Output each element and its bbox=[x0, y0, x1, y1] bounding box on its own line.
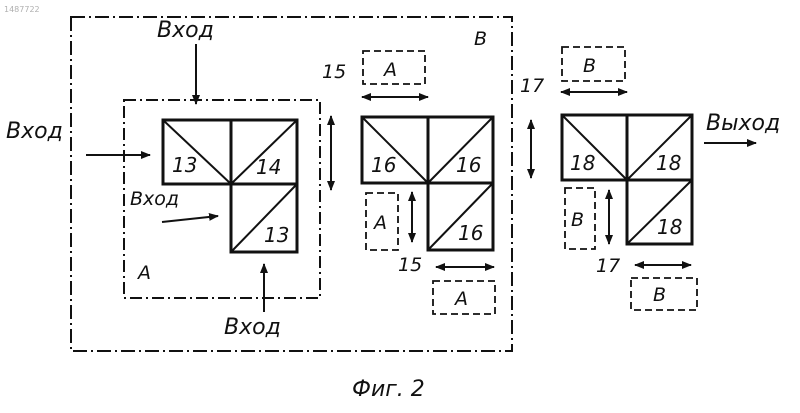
tag-a-bottom-label: A bbox=[453, 288, 468, 310]
ref-17-top: 17 bbox=[520, 75, 544, 97]
input-label-top: Вход bbox=[157, 18, 214, 43]
ref-15-bottom: 15 bbox=[398, 254, 422, 276]
cell-18-c: 18 bbox=[657, 215, 682, 239]
cell-13-top: 13 bbox=[172, 153, 197, 177]
cell-16-b: 16 bbox=[456, 153, 481, 177]
output-label: Выход bbox=[706, 111, 780, 136]
cell-14: 14 bbox=[256, 155, 281, 179]
ref-15-top: 15 bbox=[322, 61, 346, 83]
region-b-label: B bbox=[474, 28, 487, 50]
input-label-inner: Вход bbox=[130, 188, 179, 210]
cell-16-a: 16 bbox=[371, 153, 396, 177]
tag-a-top-label: A bbox=[382, 59, 397, 81]
tag-b-left-label: B bbox=[571, 209, 584, 231]
figure-caption: Фиг. 2 bbox=[352, 377, 425, 402]
tag-b-bottom-label: B bbox=[653, 284, 666, 306]
corner-code: 1487722 bbox=[4, 5, 40, 14]
input-arrow-inner bbox=[162, 216, 218, 222]
region-a-label: A bbox=[136, 262, 151, 284]
cell-13-bottom: 13 bbox=[264, 223, 289, 247]
cell-16-c: 16 bbox=[458, 221, 483, 245]
input-label-bottom: Вход bbox=[224, 315, 281, 340]
tag-b-top-label: B bbox=[583, 55, 596, 77]
ref-17-bottom: 17 bbox=[596, 255, 620, 277]
cell-18-a: 18 bbox=[570, 151, 595, 175]
cell-18-b: 18 bbox=[656, 151, 681, 175]
tag-a-left-label: A bbox=[372, 212, 387, 234]
input-label-left: Вход bbox=[6, 119, 63, 144]
